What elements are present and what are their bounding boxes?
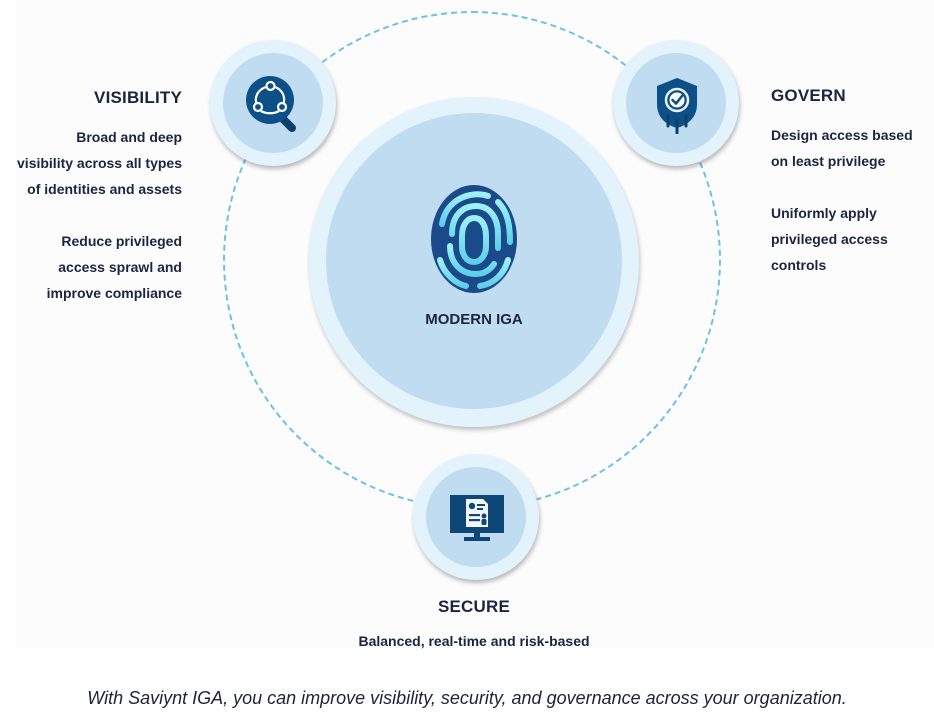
- text-line: on least privilege: [771, 153, 886, 169]
- network-search-icon: [246, 76, 296, 132]
- secure-title: SECURE: [437, 597, 511, 616]
- center-label: MODERN IGA: [425, 311, 523, 328]
- fingerprint-icon: [431, 185, 517, 293]
- text-line: Balanced, real-time and risk-based: [358, 633, 590, 649]
- text-line: Broad and deep: [76, 129, 182, 145]
- shield-check-icon: [657, 78, 697, 134]
- text-line: Uniformly apply: [771, 205, 877, 221]
- text-line: controls: [771, 257, 827, 273]
- text-line: of identities and assets: [27, 181, 182, 197]
- visibility-title: VISIBILITY: [94, 88, 182, 107]
- visibility-description-1: Broad and deep visibility across all typ…: [17, 124, 182, 202]
- govern-title: GOVERN: [771, 86, 846, 105]
- govern-node: [613, 40, 739, 166]
- caption: With Saviynt IGA, you can improve visibi…: [87, 688, 847, 708]
- visibility-description-2: Reduce privileged access sprawl and impr…: [47, 228, 182, 306]
- text-line: privileged access: [771, 231, 888, 247]
- govern-description-2: Uniformly apply privileged access contro…: [771, 200, 888, 278]
- text-line: improve compliance: [46, 285, 182, 301]
- monitor-id-card-icon: [450, 495, 504, 541]
- text-line: Design access based: [771, 127, 913, 143]
- text-line: visibility across all types: [17, 155, 182, 171]
- text-line: Reduce privileged: [61, 233, 182, 249]
- govern-description-1: Design access based on least privilege: [771, 122, 913, 174]
- text-line: access sprawl and: [58, 259, 182, 275]
- secure-description: Balanced, real-time and risk-based: [324, 628, 624, 654]
